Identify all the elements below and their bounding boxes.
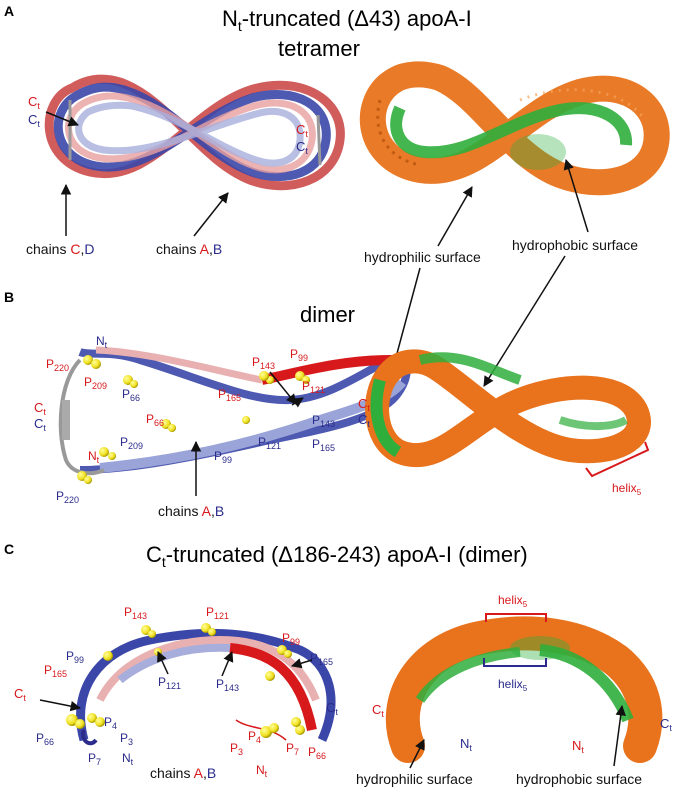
b-p99-blue: P99	[214, 449, 232, 465]
c-hydrophilic-arrow	[409, 739, 425, 769]
b-p143-arrow	[269, 371, 297, 405]
b-p143-red: P143	[252, 355, 275, 371]
b-p66-blue: P66	[122, 387, 140, 403]
b-surface-ct-blue: Ct	[358, 412, 370, 429]
b-p121-red: P121	[302, 379, 325, 395]
c-p3-blue: P3	[120, 731, 133, 747]
a-hydrophobic-arrow-down	[483, 255, 566, 387]
b-p121-blue: P121	[258, 435, 281, 451]
b-p99-red: P99	[290, 347, 308, 363]
c-surface-ct-red: Ct	[372, 702, 384, 719]
a-hydrophobic-arrow-up	[563, 158, 589, 233]
c-nt-blue: Nt	[122, 751, 134, 767]
b-ct-blue: Ct	[34, 416, 46, 433]
c-p143-red: P143	[124, 605, 147, 621]
b-helix5-bracket	[585, 441, 650, 478]
panel-letter-c: C	[4, 541, 14, 557]
b-p220-blue: P220	[56, 489, 79, 505]
panel-letter-a: A	[4, 3, 14, 19]
c-p121-arrow	[157, 651, 169, 675]
panel-a-title: Nt-truncated (Δ43) apoA-I	[222, 6, 472, 34]
a-ct-red-1: Ct	[28, 94, 40, 111]
b-p66-red: P66	[146, 412, 164, 428]
c-p165-arrow	[290, 658, 313, 669]
c-helix5-blue-bracket	[483, 658, 547, 667]
c-p143-blue: P143	[216, 677, 239, 693]
b-p143-blue: P143	[312, 413, 335, 429]
c-p121-blue: P121	[158, 675, 181, 691]
b-p209-blue: P209	[120, 435, 143, 451]
c-p4-blue: P4	[104, 715, 117, 731]
a-chains-ab-arrow	[193, 192, 229, 237]
a-ct-arrow	[45, 111, 79, 127]
b-nt-red: Nt	[88, 449, 100, 465]
c-p3-red: P3	[230, 741, 243, 757]
a-ct-blue-2: Ct	[296, 139, 308, 156]
b-surface-ct-red: Ct	[358, 396, 370, 413]
hydrophilic-surface-label-c: hydrophilic surface	[356, 771, 473, 787]
c-surface-nt-blue: Nt	[460, 736, 472, 753]
a-hydrophilic-arrow-up	[437, 186, 473, 247]
c-p99-blue: P99	[66, 649, 84, 665]
b-ct-red: Ct	[34, 400, 46, 417]
hydrophobic-surface-label-a: hydrophobic surface	[512, 237, 638, 253]
c-ct-arrow-left	[39, 699, 82, 712]
c-p165-blue: P165	[310, 651, 333, 667]
c-surface-nt-red: Nt	[572, 738, 584, 755]
b-chains-label: chains A,B	[158, 503, 224, 519]
c-ct-red: Ct	[14, 686, 26, 703]
c-p7-blue: P7	[88, 751, 101, 767]
c-p121-red: P121	[206, 605, 229, 621]
proline-spheres-c	[66, 623, 305, 738]
c-p143-arrow	[221, 651, 234, 677]
c-p4-red: P4	[248, 729, 261, 745]
c-chains-label: chains A,B	[150, 765, 216, 781]
panel-a-subtitle: tetramer	[278, 36, 360, 61]
c-nt-red: Nt	[256, 763, 268, 779]
c-ct-blue: Ct	[326, 700, 338, 717]
b-p165-red: P165	[218, 387, 241, 403]
panel-b-subtitle: dimer	[300, 302, 355, 327]
c-p7-red: P7	[286, 741, 299, 757]
b-p165-blue: P165	[312, 437, 335, 453]
ct-truncated-ribbon-structure	[76, 628, 336, 746]
c-surface-ct-blue: Ct	[660, 716, 672, 733]
a-ct-red-2: Ct	[296, 122, 308, 139]
hydrophilic-surface-label-a: hydrophilic surface	[364, 249, 481, 265]
b-helix5-label: helix5	[612, 481, 642, 497]
b-p220-red: P220	[46, 357, 69, 373]
c-p66-blue: P66	[36, 731, 54, 747]
a-chains-ab-label: chains A,B	[156, 241, 222, 257]
a-chains-cd-label: chains C,D	[26, 241, 95, 257]
c-hydrophobic-arrow	[613, 704, 626, 767]
b-p209-red: P209	[84, 375, 107, 391]
c-helix5-red-bracket	[485, 613, 547, 622]
tetramer-ribbon-structure	[44, 74, 345, 191]
hydrophobic-surface-label-c: hydrophobic surface	[516, 771, 642, 787]
c-helix5-blue-label: helix5	[498, 677, 528, 693]
a-ct-blue-1: Ct	[28, 112, 40, 129]
dimer-surface-structure	[365, 349, 651, 468]
panel-letter-b: B	[4, 289, 14, 305]
b-nt-top: Nt	[96, 334, 108, 350]
c-p99-red: P99	[282, 631, 300, 647]
c-p66-red: P66	[308, 745, 326, 761]
c-helix5-red-label: helix5	[498, 593, 528, 609]
tetramer-surface-structure	[359, 61, 670, 196]
c-p165-red: P165	[44, 663, 67, 679]
panel-c-title: Ct-truncated (Δ186-243) apoA-I (dimer)	[146, 542, 528, 570]
proline-spheres-b	[77, 355, 310, 484]
